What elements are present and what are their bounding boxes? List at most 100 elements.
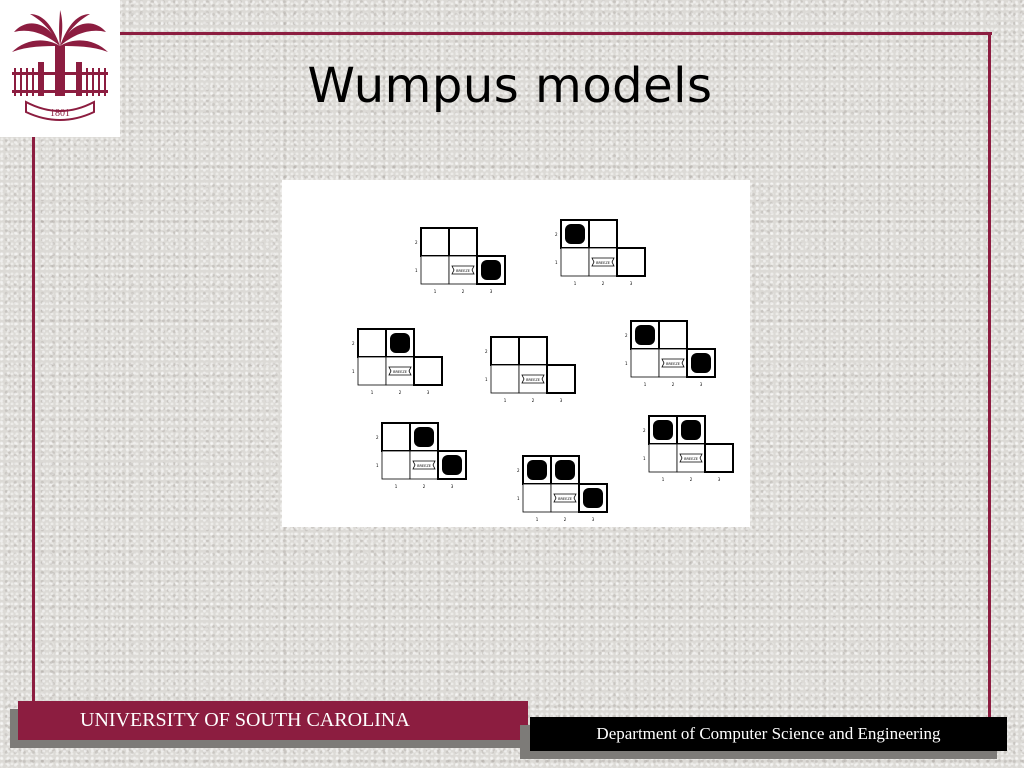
pit-icon	[481, 260, 501, 280]
pit-icon	[555, 460, 575, 480]
footer-department: Department of Computer Science and Engin…	[530, 717, 1007, 751]
breeze-label: BREEZE	[456, 269, 470, 273]
model-grid: BREEZE 2 1 1 2 3	[643, 415, 734, 482]
grid-cell	[546, 364, 576, 394]
pit-icon	[681, 420, 701, 440]
column-label: 2	[602, 281, 605, 286]
page-title: Wumpus models	[307, 58, 713, 114]
grid-cell	[560, 247, 590, 277]
pit-icon	[527, 460, 547, 480]
row-label: 2	[485, 349, 488, 354]
breeze-banner-icon	[521, 374, 545, 384]
grid-cell	[704, 443, 734, 473]
column-label: 3	[427, 390, 430, 395]
breeze-banner-icon	[553, 493, 577, 503]
column-label: 3	[451, 484, 454, 489]
row-label: 1	[517, 496, 520, 501]
breeze-label: BREEZE	[558, 497, 572, 501]
row-label: 1	[643, 456, 646, 461]
pit-icon	[583, 488, 603, 508]
row-label: 2	[415, 240, 418, 245]
logo-box: 1801	[0, 0, 120, 137]
frame-top-line	[120, 32, 992, 35]
column-label: 1	[644, 382, 647, 387]
row-label: 2	[555, 232, 558, 237]
breeze-banner-icon	[661, 358, 685, 368]
grid-cell	[616, 247, 646, 277]
university-palmetto-seal-icon: 1801	[12, 10, 108, 121]
grid-cell	[490, 336, 520, 366]
frame-right-line	[988, 32, 991, 730]
column-label: 1	[434, 289, 437, 294]
column-label: 2	[423, 484, 426, 489]
column-label: 1	[536, 517, 539, 522]
frame-left-line	[32, 137, 35, 703]
row-label: 1	[352, 369, 355, 374]
breeze-banner-icon	[591, 257, 615, 267]
grid-cell	[381, 422, 411, 452]
breeze-label: BREEZE	[684, 457, 698, 461]
column-label: 2	[690, 477, 693, 482]
column-label: 1	[371, 390, 374, 395]
breeze-banner-icon	[679, 453, 703, 463]
pit-icon	[390, 333, 410, 353]
row-label: 2	[352, 341, 355, 346]
logo-year: 1801	[50, 108, 70, 119]
breeze-banner-icon	[388, 366, 412, 376]
breeze-label: BREEZE	[417, 464, 431, 468]
column-label: 3	[630, 281, 633, 286]
row-label: 2	[625, 333, 628, 338]
pit-icon	[442, 455, 462, 475]
column-label: 3	[490, 289, 493, 294]
model-grid: BREEZE 2 1 1 2 3	[415, 227, 506, 294]
grid-cell	[648, 443, 678, 473]
column-label: 3	[718, 477, 721, 482]
grid-cell	[658, 320, 688, 350]
row-label: 2	[517, 468, 520, 473]
column-label: 2	[564, 517, 567, 522]
grid-cell	[490, 364, 520, 394]
grid-cell	[588, 219, 618, 249]
footer-university: UNIVERSITY OF SOUTH CAROLINA	[18, 701, 528, 740]
row-label: 1	[415, 268, 418, 273]
pit-icon	[414, 427, 434, 447]
column-label: 1	[395, 484, 398, 489]
column-label: 1	[504, 398, 507, 403]
grid-cell	[522, 483, 552, 513]
row-label: 1	[625, 361, 628, 366]
model-grid: BREEZE 2 1 1 2 3	[352, 328, 443, 395]
column-label: 3	[700, 382, 703, 387]
breeze-banner-icon	[412, 460, 436, 470]
row-label: 2	[376, 435, 379, 440]
breeze-label: BREEZE	[393, 370, 407, 374]
breeze-banner-icon	[451, 265, 475, 275]
grid-cell	[420, 255, 450, 285]
grid-cell	[357, 356, 387, 386]
column-label: 2	[672, 382, 675, 387]
column-label: 2	[532, 398, 535, 403]
column-label: 2	[399, 390, 402, 395]
column-label: 3	[560, 398, 563, 403]
row-label: 1	[376, 463, 379, 468]
grid-cell	[630, 348, 660, 378]
row-label: 2	[643, 428, 646, 433]
column-label: 3	[592, 517, 595, 522]
grid-cell	[381, 450, 411, 480]
column-label: 2	[462, 289, 465, 294]
row-label: 1	[555, 260, 558, 265]
pit-icon	[653, 420, 673, 440]
grid-cell	[420, 227, 450, 257]
row-label: 1	[485, 377, 488, 382]
grid-cell	[413, 356, 443, 386]
model-grid: BREEZE 2 1 1 2 3	[376, 422, 467, 489]
column-label: 1	[662, 477, 665, 482]
grid-cell	[448, 227, 478, 257]
column-label: 1	[574, 281, 577, 286]
pit-icon	[565, 224, 585, 244]
